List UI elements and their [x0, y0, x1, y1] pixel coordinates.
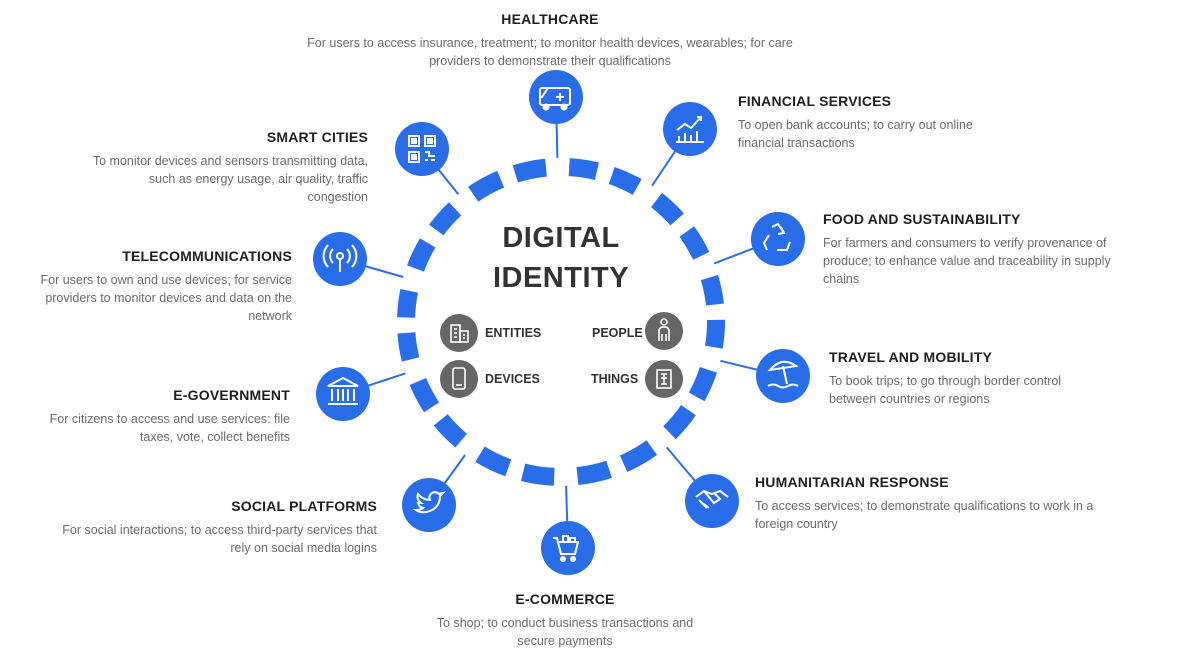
- sector-title: E-GOVERNMENT: [173, 387, 290, 403]
- category-label-things: THINGS: [591, 372, 639, 386]
- sector-description: To book trips; to go through border cont…: [829, 374, 1062, 406]
- node-travel: [756, 349, 810, 403]
- ring-segment: [409, 377, 440, 413]
- sector-description: To open bank accounts; to carry out onli…: [738, 118, 973, 150]
- node-smartcities: [395, 122, 449, 176]
- recycle-icon: [762, 222, 791, 251]
- center-title: DIGITAL IDENTITY: [466, 218, 656, 298]
- sector-title: SMART CITIES: [266, 129, 368, 145]
- qr-code-icon: [408, 135, 436, 163]
- category-label-people: PEOPLE: [592, 326, 643, 340]
- node-healthcare: [529, 70, 583, 124]
- sector-title: HEALTHCARE: [501, 11, 599, 27]
- sector-smartcities: SMART CITIES To monitor devices and sens…: [90, 128, 368, 206]
- sector-healthcare: HEALTHCARE For users to access insurance…: [300, 10, 800, 70]
- category-label-entities: ENTITIES: [485, 326, 542, 340]
- sector-description: For users to access insurance, treatment…: [307, 36, 793, 68]
- ring-segment: [608, 166, 642, 195]
- ring-segment: [568, 158, 599, 180]
- ring-segment: [433, 413, 468, 448]
- ring-segment: [679, 226, 710, 260]
- sector-description: To monitor devices and sensors transmitt…: [92, 154, 368, 204]
- ambulance-icon: [539, 87, 571, 111]
- ring-segment: [407, 238, 436, 272]
- ring-segment: [397, 288, 419, 318]
- sector-title: SOCIAL PLATFORMS: [231, 498, 377, 514]
- ring-segment: [468, 170, 505, 202]
- chip-icon: [656, 369, 672, 389]
- ring-segment: [704, 319, 725, 349]
- sector-title: TRAVEL AND MOBILITY: [829, 349, 992, 365]
- sector-travel: TRAVEL AND MOBILITY To book trips; to go…: [829, 348, 1109, 408]
- people-icon: [658, 318, 670, 341]
- node-telecom: [313, 232, 367, 286]
- sector-description: To access services; to demonstrate quali…: [755, 499, 1094, 531]
- node-food: [751, 212, 805, 266]
- sector-description: For citizens to access and use services:…: [49, 412, 290, 444]
- building-icon: [450, 324, 469, 343]
- ring-segment: [429, 202, 462, 236]
- beach-icon: [767, 360, 799, 389]
- ring-segment: [700, 275, 724, 306]
- sector-humanitarian: HUMANITARIAN RESPONSE To access services…: [755, 473, 1125, 533]
- category-people: [645, 312, 683, 350]
- sector-food: FOOD AND SUSTAINABILITY For farmers and …: [823, 210, 1113, 288]
- bird-icon: [412, 491, 447, 514]
- ring-segment: [397, 332, 420, 362]
- sector-social: SOCIAL PLATFORMS For social interactions…: [45, 497, 377, 557]
- category-things: [645, 360, 683, 398]
- sector-egov: E-GOVERNMENT For citizens to access and …: [20, 386, 290, 446]
- ring-segment: [650, 192, 684, 226]
- sector-description: For social interactions; to access third…: [62, 523, 377, 555]
- sector-ecommerce: E-COMMERCE To shop; to conduct business …: [410, 590, 720, 650]
- ring-segment: [576, 460, 612, 486]
- node-ecommerce: [541, 521, 595, 575]
- sector-title: HUMANITARIAN RESPONSE: [755, 474, 949, 490]
- ring: [397, 158, 725, 486]
- sector-financial: FINANCIAL SERVICES To open bank accounts…: [738, 92, 988, 152]
- sector-title: FINANCIAL SERVICES: [738, 93, 892, 109]
- sector-title: E-COMMERCE: [515, 591, 615, 607]
- sector-title: FOOD AND SUSTAINABILITY: [823, 211, 1021, 227]
- chart-icon: [676, 116, 704, 143]
- center-title-line2: IDENTITY: [492, 262, 630, 294]
- node-humanitarian: [685, 474, 739, 528]
- sector-telecom: TELECOMMUNICATIONS For users to own and …: [40, 247, 292, 325]
- ring-segment: [688, 366, 717, 402]
- sector-description: To shop; to conduct business transaction…: [436, 616, 694, 648]
- signal-icon: [322, 244, 358, 272]
- category-entities: [440, 314, 478, 352]
- sector-description: For users to own and use devices; for se…: [40, 273, 292, 323]
- node-egov: [316, 367, 370, 421]
- ring-segment: [512, 158, 548, 183]
- ring-segment: [475, 446, 512, 477]
- category-devices: [440, 360, 478, 398]
- handshake-icon: [695, 489, 729, 509]
- ring-segment: [619, 440, 658, 473]
- sector-title: TELECOMMUNICATIONS: [122, 248, 292, 264]
- sector-description: For farmers and consumers to verify prov…: [823, 236, 1111, 286]
- ring-segment: [520, 463, 555, 486]
- node-financial: [663, 102, 717, 156]
- node-social: [402, 478, 456, 532]
- phone-icon: [452, 367, 466, 390]
- category-label-devices: DEVICES: [485, 372, 540, 386]
- cart-icon: [553, 535, 580, 562]
- government-building-icon: [327, 376, 359, 405]
- center-title-line1: DIGITAL: [502, 222, 620, 254]
- ring-segment: [663, 404, 696, 440]
